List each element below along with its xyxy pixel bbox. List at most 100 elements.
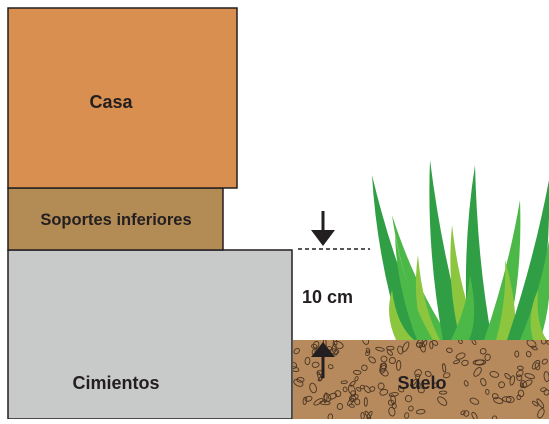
pebble [525,350,532,358]
pebble [404,394,413,403]
pebble [347,384,356,396]
pebble [363,397,368,407]
pebble [455,352,466,360]
pebble [386,345,395,351]
pebble [501,396,512,403]
pebble [489,371,500,378]
pebble [509,375,516,386]
sill-block [7,187,224,251]
pebble [531,400,539,407]
grass-blade [451,275,475,340]
pebble [514,350,520,358]
sill-label: Soportes inferiores [40,211,191,229]
pebble [375,346,385,352]
pebble [368,356,376,364]
pebble [471,411,478,419]
house-block [7,7,238,189]
up-arrow-icon [311,342,335,378]
pebble [365,350,371,357]
pebble [304,356,311,366]
pebble [531,359,541,370]
pebble [541,358,548,365]
soil-pebbles [293,340,549,419]
pebble [346,397,355,406]
pebble [354,376,359,382]
pebble [516,374,523,381]
pebble [520,380,528,389]
pebble [296,376,305,383]
pebble [536,398,545,409]
pebble [480,377,487,387]
pebble [366,411,373,419]
pebble [485,388,490,395]
pebble [332,340,338,346]
pebble [336,403,344,410]
pebble [397,386,405,393]
pebble [377,382,385,390]
pebble [363,385,371,394]
pebble [429,341,434,350]
pebble [414,369,422,377]
pebble [397,345,404,355]
pebble [312,340,320,349]
clearance-label: 10 cm [302,287,353,307]
pebble [410,378,418,387]
pebble [519,382,524,389]
pebble [534,362,541,371]
pebble [380,355,388,363]
pebble [361,364,368,372]
pebble [526,340,537,348]
pebble [323,393,332,402]
pebble [340,380,348,384]
pebble [473,367,482,377]
pebble [311,361,320,368]
pebble [493,397,504,404]
pebble [323,392,328,404]
pebble [380,368,389,377]
pebble [408,405,414,412]
pebble [391,402,397,409]
pebble [334,390,342,398]
foundation-block [7,249,293,420]
pebble [379,388,389,396]
soil-block [293,340,549,419]
pebble [543,371,549,383]
pebble [352,369,362,375]
pebble [293,379,304,387]
pebble [317,371,322,382]
pebble [395,360,402,371]
pebble [327,392,338,400]
grass-blade [372,175,428,340]
grass-blade [429,160,467,340]
grass-blade [415,255,440,340]
pebble [505,396,515,404]
pebble [293,347,300,355]
pebble [417,387,425,394]
pebble [293,366,300,372]
pebble [540,387,547,392]
pebble [437,396,448,406]
pebble [362,340,370,345]
pebble [463,410,470,417]
pebble [360,411,365,419]
grass-clump [372,160,549,340]
pebble [387,399,395,406]
pebble [432,382,439,388]
pebble [311,343,318,349]
pebble [304,395,313,402]
pebble [517,365,524,371]
pebble [546,340,549,345]
pebble [424,370,432,377]
pebble [415,409,426,415]
pebble [515,369,524,377]
clearance-marker [298,211,370,378]
pebble [469,397,480,405]
down-arrow-icon [311,211,335,246]
pebble [537,408,545,419]
pebble [453,359,461,365]
grass-blade [389,290,414,340]
pebble [443,372,451,379]
pebble [442,363,447,373]
grass-blade [496,260,516,340]
